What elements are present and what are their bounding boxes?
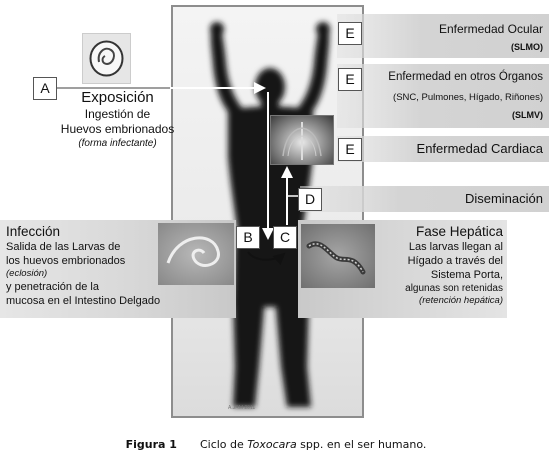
cardiaca-title: Enfermedad Cardiaca [416, 141, 543, 156]
ocular-box: Enfermedad Ocular (SLMO) [337, 14, 549, 58]
egg-image [82, 33, 131, 84]
label-d: D [298, 188, 322, 211]
hepatica-title: Fase Hepática [415, 224, 503, 239]
organos-abbr: (SLMV) [512, 110, 543, 120]
larva-image [158, 223, 234, 285]
caption-figure-number: Figura 1 [125, 438, 177, 451]
hepatica-line1: Las larvas llegan al [408, 241, 503, 253]
diseminacion-box: Diseminación [300, 186, 549, 212]
exposicion-line1: Ingestión de [84, 107, 151, 121]
infeccion-box: Infección Salida de las Larvas de los hu… [0, 220, 236, 318]
liver-larva-image [301, 224, 375, 288]
hepatica-text: Fase Hepática Las larvas llegan al Hígad… [405, 223, 503, 307]
cardiaca-box: Enfermedad Cardiaca [337, 136, 549, 162]
caption-text-pre: Ciclo de [199, 438, 248, 451]
organos-title: Enfermedad en otros Órganos [388, 71, 543, 83]
infeccion-title: Infección [6, 224, 61, 239]
ocular-abbr: (SLMO) [511, 42, 543, 52]
infeccion-line4: y penetración de la [6, 281, 99, 293]
hepatica-line5: (retención hepática) [419, 295, 503, 306]
infeccion-line5: mucosa en el Intestino Delgado [6, 295, 161, 307]
ocular-title: Enfermedad Ocular [438, 22, 543, 36]
exposicion-text: Exposición Ingestión de Huevos embrionad… [50, 89, 185, 151]
label-e-cardiaca: E [338, 138, 362, 161]
caption-text-post: spp. en el ser humano. [296, 438, 427, 451]
infeccion-line2: los huevos embrionados [6, 255, 126, 267]
label-c: C [273, 226, 297, 249]
infeccion-text: Infección Salida de las Larvas de los hu… [6, 223, 160, 308]
organos-organs: (SNC, Pulmones, Hígado, Riñones) [393, 92, 543, 103]
hepatica-line2: Hígado a través del [407, 255, 503, 267]
caption-genus: Toxocara [247, 438, 297, 451]
label-a: A [33, 77, 57, 100]
label-e-ocular: E [338, 22, 362, 45]
hepatica-line3: Sistema Porta, [430, 269, 503, 281]
human-silhouette [210, 22, 330, 407]
figure-caption: Figura 1 Ciclo de Toxocara spp. en el se… [0, 438, 552, 451]
chest-xray-image [270, 115, 334, 165]
hepatica-box: Fase Hepática Las larvas llegan al Hígad… [298, 220, 507, 318]
hepatica-line4: algunas son retenidas [405, 283, 503, 294]
exposicion-title: Exposición [81, 89, 154, 106]
diseminacion-title: Diseminación [464, 191, 543, 206]
organos-box: Enfermedad en otros Órganos (SNC, Pulmon… [337, 64, 549, 128]
infeccion-line1: Salida de las Larvas de [6, 241, 121, 253]
exposicion-line3: (forma infectante) [78, 138, 157, 149]
infeccion-line3: (eclosión) [6, 268, 48, 279]
watermark: A.JRM 2011 [228, 405, 256, 411]
label-e-organos: E [338, 68, 362, 91]
label-b: B [236, 226, 260, 249]
exposicion-line2: Huevos embrionados [60, 122, 175, 136]
